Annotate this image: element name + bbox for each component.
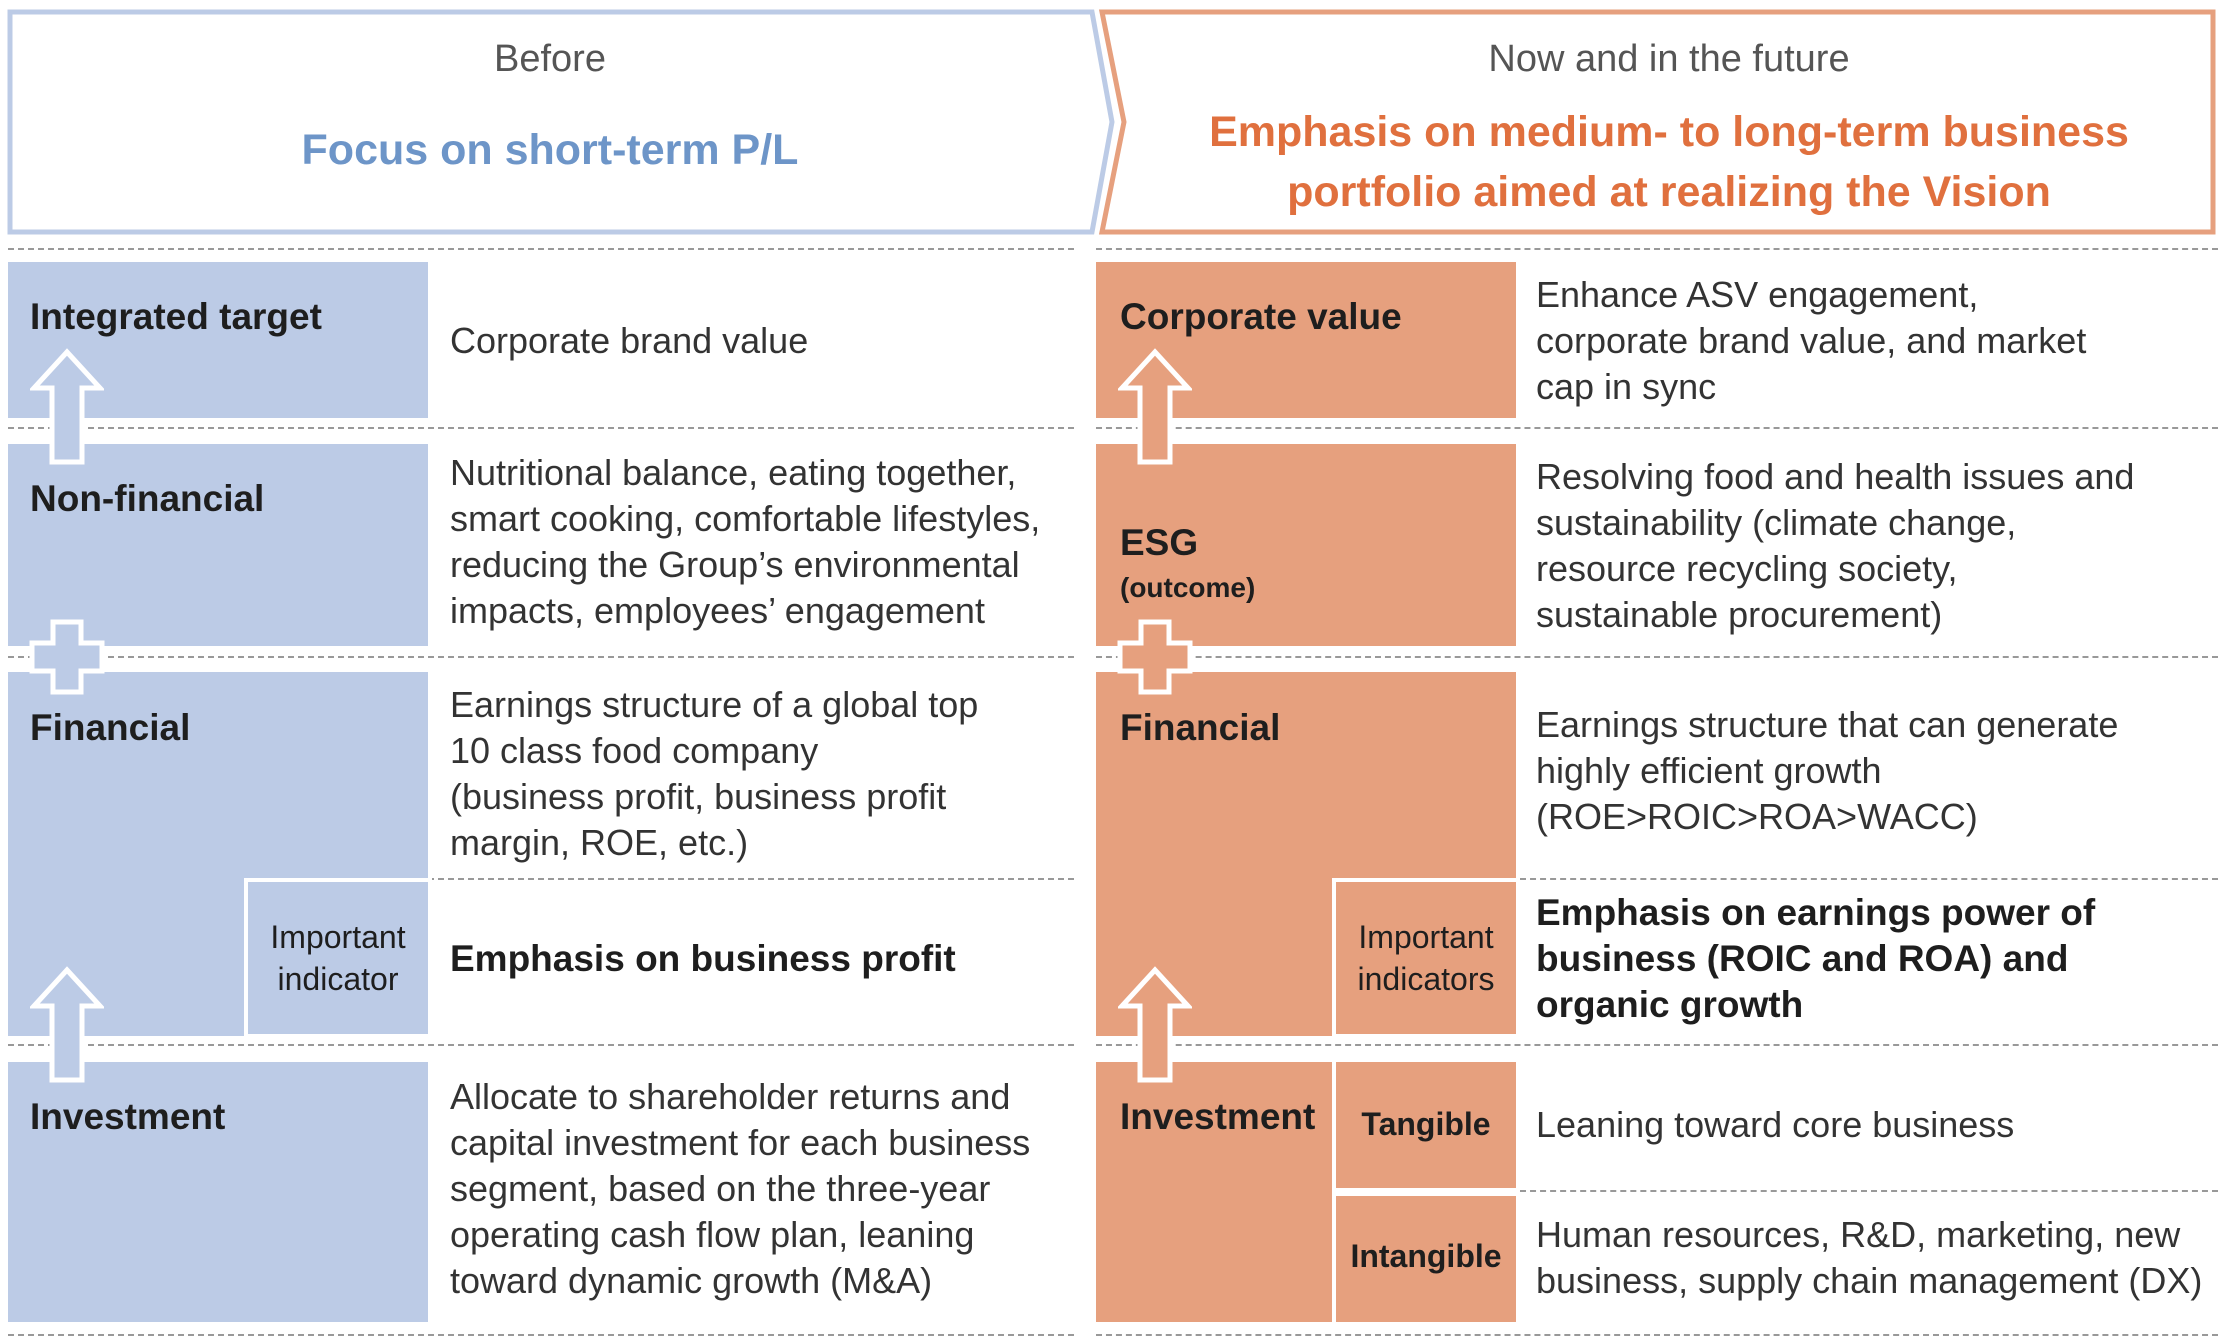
future-intangible-desc: Human resources, R&D, marketing, new bus… bbox=[1536, 1214, 2203, 1301]
before-financial-desc: Earnings structure of a global top 10 cl… bbox=[450, 684, 979, 863]
before-important-label: Important indicator bbox=[270, 919, 406, 997]
future-investment-label: Investment bbox=[1120, 1096, 1316, 1137]
future-intangible-label: Intangible bbox=[1350, 1238, 1502, 1274]
future-corporate-label: Corporate value bbox=[1120, 296, 1402, 337]
future-header: Now and in the future Emphasis on medium… bbox=[1125, 12, 2213, 232]
separator-line bbox=[1096, 1044, 2218, 1046]
separator-line bbox=[1520, 878, 2218, 880]
before-integrated-desc: Corporate brand value bbox=[450, 320, 809, 361]
before-integrated-label: Integrated target bbox=[30, 296, 322, 337]
future-important-desc: Emphasis on earnings power of business (… bbox=[1536, 892, 2096, 1025]
future-header-title: Now and in the future bbox=[1488, 38, 1850, 80]
up-arrow-icon bbox=[30, 348, 104, 465]
separator-line bbox=[1096, 1334, 2218, 1336]
separator-line bbox=[8, 1044, 1074, 1046]
before-header-shape bbox=[7, 9, 1115, 235]
future-corporate-desc: Enhance ASV engagement, corporate brand … bbox=[1536, 274, 2087, 407]
future-investment-block bbox=[1096, 1062, 1332, 1322]
separator-line bbox=[1096, 427, 2218, 429]
up-arrow-icon bbox=[30, 966, 104, 1083]
future-esg-label-main: ESG bbox=[1120, 522, 1199, 563]
separator-line bbox=[8, 248, 1074, 250]
before-investment-label: Investment bbox=[30, 1096, 226, 1137]
future-esg-desc: Resolving food and health issues and sus… bbox=[1536, 456, 2135, 635]
before-nonfin-desc: Nutritional balance, eating together, sm… bbox=[450, 452, 1041, 631]
future-esg-label: ESG (outcome) bbox=[1120, 480, 1255, 606]
future-header-shape bbox=[1098, 9, 2216, 235]
future-header-subtitle: Emphasis on medium- to long-term busines… bbox=[1209, 108, 2129, 216]
before-important-box bbox=[244, 878, 432, 1038]
future-intangible-box bbox=[1336, 1196, 1516, 1322]
separator-line bbox=[1520, 1190, 2218, 1192]
separator-line bbox=[8, 427, 1074, 429]
future-tangible-label: Tangible bbox=[1361, 1106, 1491, 1142]
future-financial-desc: Earnings structure that can generate hig… bbox=[1536, 704, 2119, 837]
future-tangible-desc: Leaning toward core business bbox=[1536, 1104, 2015, 1145]
before-header-subtitle: Focus on short-term P/L bbox=[301, 126, 799, 174]
before-investment-block bbox=[8, 1062, 428, 1322]
before-header: Before Focus on short-term P/L bbox=[10, 12, 1090, 232]
separator-line bbox=[428, 878, 1074, 880]
future-important-label: Important indicators bbox=[1357, 919, 1495, 997]
separator-line bbox=[1096, 248, 2218, 250]
header-chevrons bbox=[7, 9, 2216, 235]
future-esg-label-suffix: (outcome) bbox=[1120, 572, 1256, 603]
plus-icon bbox=[1117, 619, 1193, 695]
future-esg-block bbox=[1096, 444, 1516, 646]
before-important-desc: Emphasis on business profit bbox=[450, 938, 956, 979]
plus-icon bbox=[29, 619, 105, 695]
up-arrow-icon bbox=[1118, 348, 1192, 465]
future-tangible-box bbox=[1336, 1062, 1516, 1188]
before-nonfin-label: Non-financial bbox=[30, 478, 265, 519]
up-arrow-icon bbox=[1118, 966, 1192, 1083]
separator-line bbox=[1096, 656, 2218, 658]
separator-line bbox=[8, 656, 1074, 658]
future-important-box bbox=[1332, 878, 1520, 1038]
before-financial-label: Financial bbox=[30, 707, 191, 748]
before-nonfin-block bbox=[8, 444, 428, 646]
before-investment-desc: Allocate to shareholder returns and capi… bbox=[450, 1076, 1031, 1301]
before-header-title: Before bbox=[494, 38, 606, 80]
future-financial-label: Financial bbox=[1120, 707, 1281, 748]
separator-line bbox=[8, 1334, 1074, 1336]
